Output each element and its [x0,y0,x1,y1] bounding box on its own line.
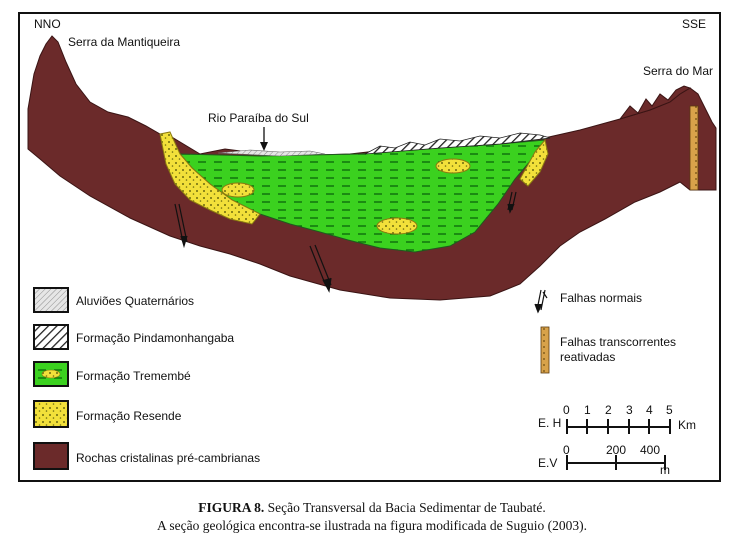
scale-h-tick-2: 2 [605,403,612,417]
legend-swatch-tremembe-lens [42,370,60,378]
scale-v-tick-400: 400 [640,443,660,457]
label-nno: NNO [34,17,61,31]
legend-swatch-pindamonhangaba [34,325,68,349]
legend-swatch-aluvioes [34,288,68,312]
scale-bar-vertical [567,455,665,470]
scale-h-tick-0: 0 [563,403,570,417]
label-serra-mantiqueira: Serra da Mantiqueira [68,35,180,49]
resende-lens-1 [222,183,254,197]
legend-label-falhas-transc-2: reativadas [560,350,615,364]
caption-line-2: A seção geológica encontra-se ilustrada … [0,518,744,534]
scale-h-tick-3: 3 [626,403,633,417]
legend-label-resende: Formação Resende [76,409,181,423]
figure-frame: NNO SSE Serra da Mantiqueira Serra do Ma… [18,12,721,482]
legend-fault-transcorrente-icon [541,327,549,373]
label-rio: Rio Paraíba do Sul [208,111,309,125]
scale-h-tick-5: 5 [666,403,673,417]
resende-lens-3 [377,218,417,234]
legend-label-aluvioes: Aluviões Quaternários [76,294,194,308]
resende-lens-2 [436,159,470,173]
rio-arrow [260,127,268,151]
caption-figure-number: FIGURA 8. [198,500,264,515]
label-sse: SSE [682,17,706,31]
legend-label-falhas-normais: Falhas normais [560,291,642,305]
scale-v-label: E.V [538,456,557,470]
scale-v-tick-0: 0 [563,443,570,457]
scale-v-unit: m [660,463,670,477]
scale-h-tick-1: 1 [584,403,591,417]
legend-swatch-resende [34,401,68,427]
legend-label-pindamonhangaba: Formação Pindamonhangaba [76,331,234,345]
scale-bar-horizontal [567,419,670,434]
scale-h-unit: Km [678,418,696,432]
scale-h-tick-4: 4 [646,403,653,417]
scale-v-tick-200: 200 [606,443,626,457]
caption-title: Seção Transversal da Bacia Sedimentar de… [268,500,546,515]
legend-fault-normal-icon [535,290,547,312]
caption-line-1: FIGURA 8. Seção Transversal da Bacia Sed… [0,500,744,516]
legend-label-falhas-transc-1: Falhas transcorrentes [560,335,676,349]
legend-swatch-rochas [34,443,68,469]
scale-h-label: E. H [538,416,561,430]
legend-label-rochas: Rochas cristalinas pré-cambrianas [76,451,260,465]
falha-transcorrente [690,106,698,190]
figure-caption: FIGURA 8. Seção Transversal da Bacia Sed… [0,500,744,534]
legend-label-tremembe: Formação Tremembé [76,369,191,383]
label-serra-mar: Serra do Mar [643,64,713,78]
